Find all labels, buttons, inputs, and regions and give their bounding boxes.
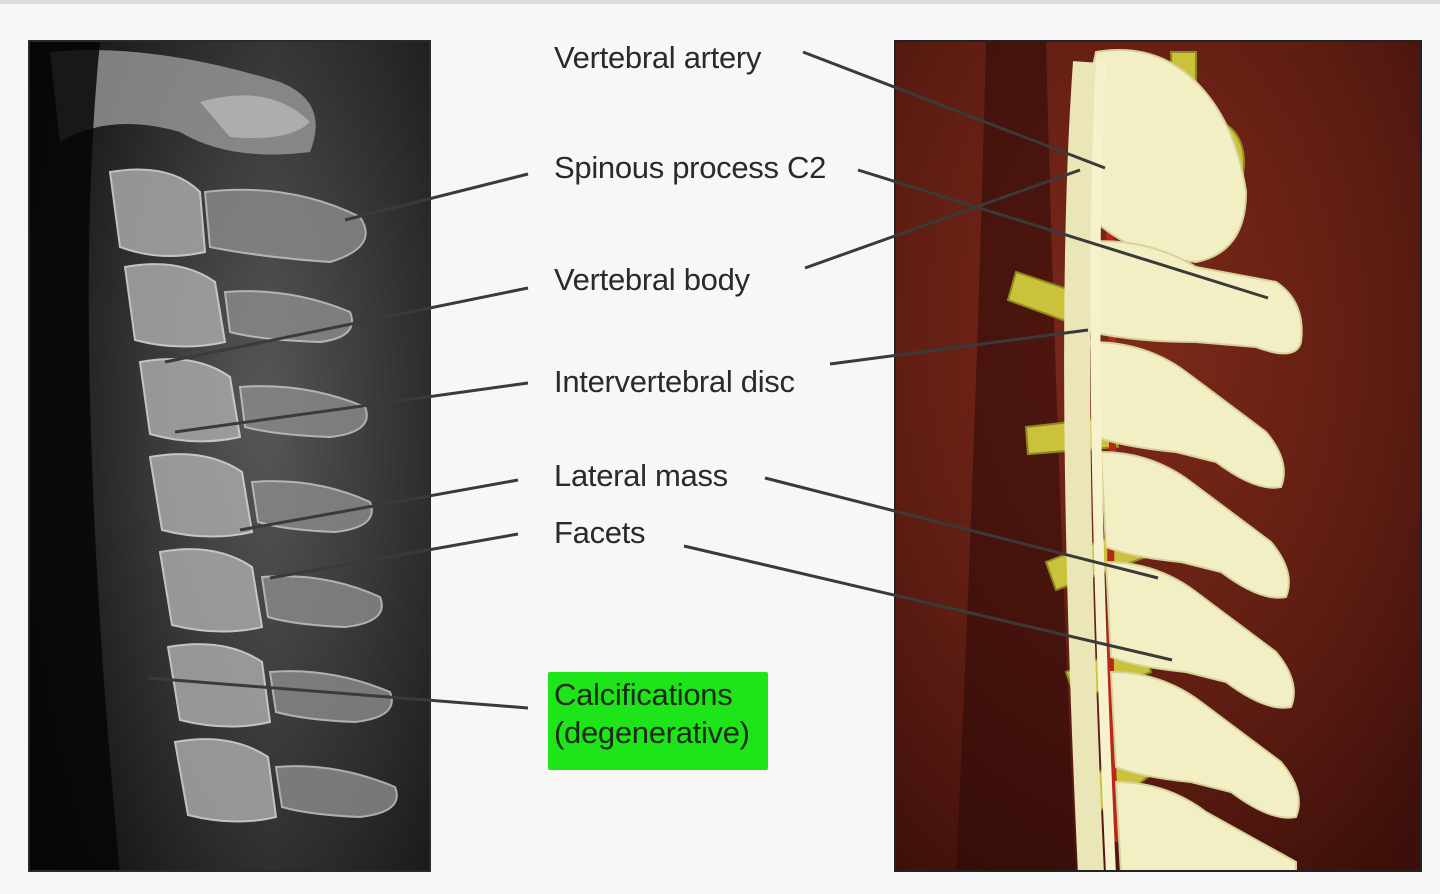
spine-model-image: [894, 40, 1422, 872]
xray-illustration: [30, 42, 429, 870]
spine-model-illustration: [896, 42, 1420, 870]
label-calcifications: Calcifications (degenerative): [554, 676, 750, 752]
label-intervertebral-disc: Intervertebral disc: [554, 364, 795, 399]
label-spinous-process: Spinous process C2: [554, 150, 827, 185]
label-lateral-mass: Lateral mass: [554, 458, 728, 493]
label-calcifications-line1: Calcifications: [554, 677, 733, 712]
label-facets: Facets: [554, 515, 646, 550]
highlight-box: [548, 672, 768, 770]
top-border: [0, 0, 1440, 4]
label-vertebral-body: Vertebral body: [554, 262, 750, 297]
label-calcifications-line2: (degenerative): [554, 715, 750, 750]
xray-image: [28, 40, 431, 872]
label-vertebral-artery: Vertebral artery: [554, 40, 762, 75]
